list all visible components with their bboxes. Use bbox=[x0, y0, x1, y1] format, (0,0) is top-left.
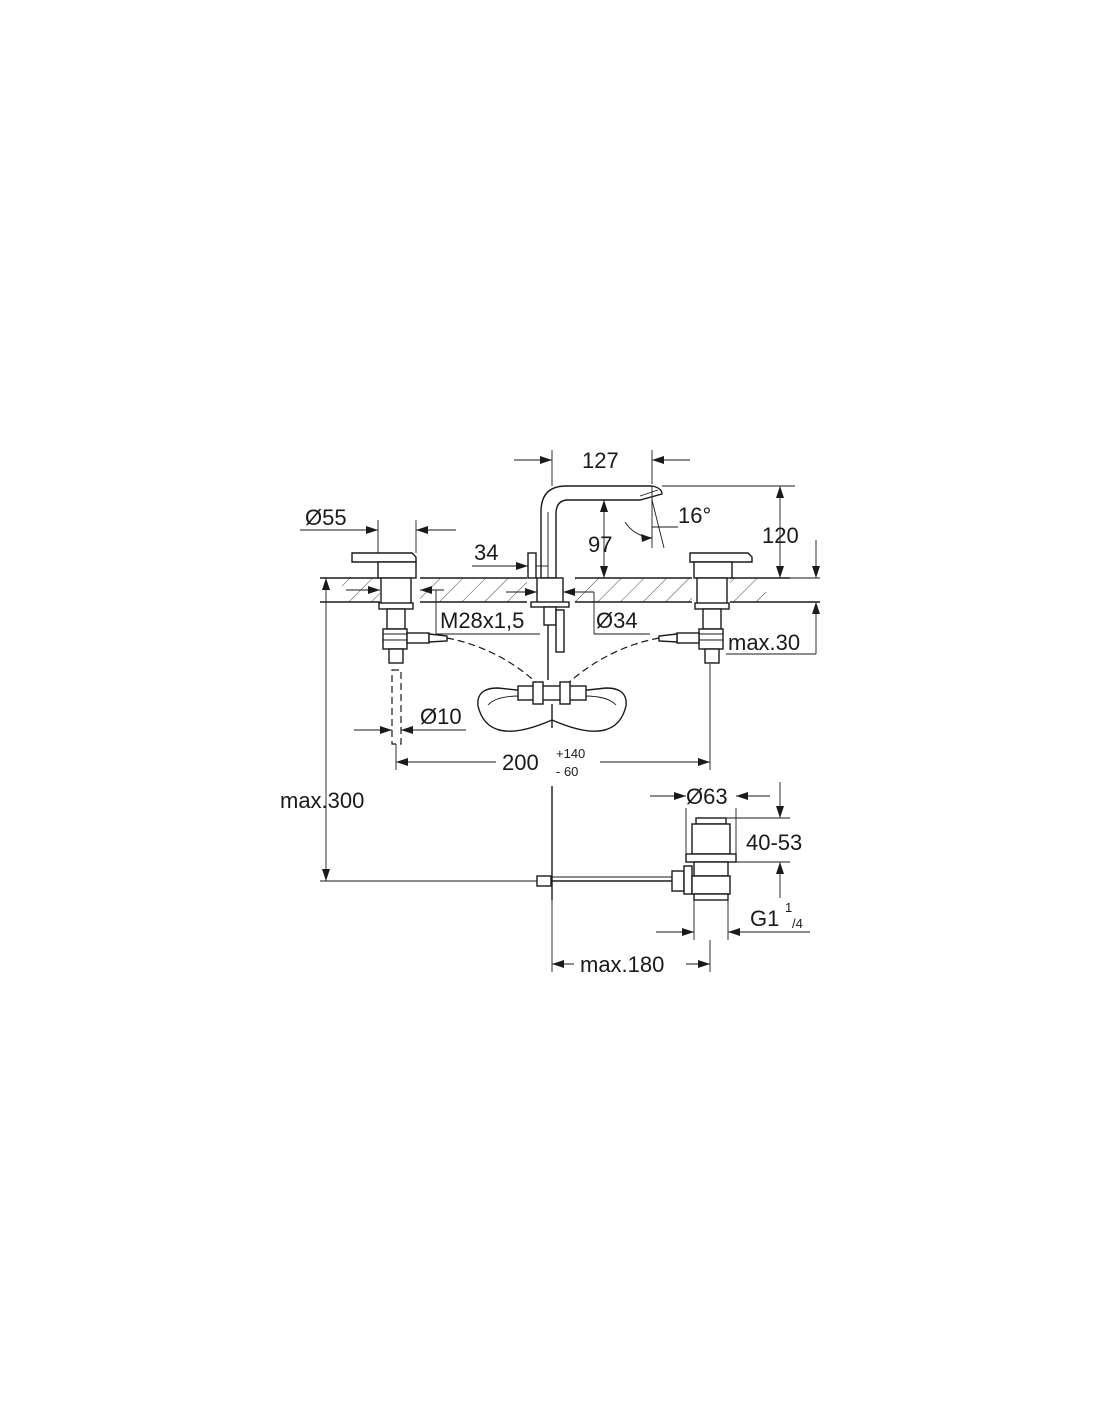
dim-max-depth: max.300 bbox=[280, 788, 364, 813]
dim-outlet-height: 97 bbox=[588, 532, 612, 557]
dim-max-reach: max.180 bbox=[580, 952, 664, 977]
dim-hole-diameter: Ø34 bbox=[596, 608, 638, 633]
left-handle bbox=[351, 552, 448, 745]
dim-hose-diameter: Ø10 bbox=[420, 704, 462, 729]
dim-waste-thread-numerator: 1 bbox=[785, 900, 792, 915]
dim-spout-reach: 127 bbox=[582, 448, 619, 473]
dim-thread: M28x1,5 bbox=[440, 608, 524, 633]
dimension-lines bbox=[300, 450, 820, 972]
dim-waste-range: 40-53 bbox=[746, 830, 802, 855]
dim-center-distance: 200 bbox=[502, 750, 539, 775]
hoses bbox=[446, 637, 660, 732]
right-handle bbox=[658, 552, 753, 664]
dim-center-tolerance-minus: - 60 bbox=[556, 764, 578, 779]
dim-center-tolerance-plus: +140 bbox=[556, 746, 585, 761]
dim-max-deck-thickness: max.30 bbox=[728, 630, 800, 655]
dim-waste-thread-denominator: /4 bbox=[792, 916, 803, 931]
dim-handle-diameter: Ø55 bbox=[305, 505, 347, 530]
dim-spout-angle: 16° bbox=[678, 503, 711, 528]
dimension-labels: 127 16° 120 97 Ø55 34 M28x1,5 Ø34 max.30… bbox=[280, 448, 803, 977]
spout bbox=[527, 485, 663, 680]
pop-up-waste bbox=[536, 786, 737, 901]
dim-spout-base: 34 bbox=[474, 540, 498, 565]
dim-spout-height: 120 bbox=[762, 523, 799, 548]
dim-waste-diameter: Ø63 bbox=[686, 784, 728, 809]
dim-waste-thread: G1 bbox=[750, 906, 779, 931]
